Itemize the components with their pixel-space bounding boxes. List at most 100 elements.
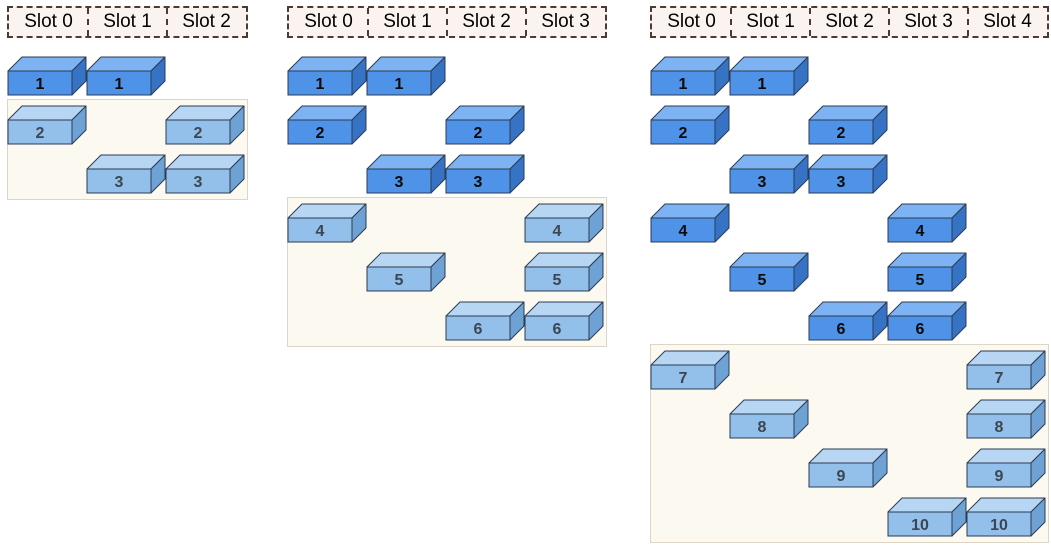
slot-divider xyxy=(367,8,369,36)
block-label: 1 xyxy=(679,76,688,93)
block-label: 3 xyxy=(474,174,483,191)
block-secondary-8-slot-4: 8 xyxy=(966,399,1046,439)
block-label: 3 xyxy=(837,174,846,191)
block-label: 6 xyxy=(837,321,846,338)
block-secondary-4-slot-0: 4 xyxy=(287,203,367,243)
slot-divider xyxy=(87,8,89,36)
slot-label: Slot 4 xyxy=(968,8,1047,36)
block-label: 6 xyxy=(553,321,562,338)
block-label: 7 xyxy=(679,370,688,387)
block-primary-2-slot-0: 2 xyxy=(650,105,730,145)
slot-divider xyxy=(888,8,890,36)
block-primary-1-slot-1: 1 xyxy=(86,56,166,96)
block-label: 5 xyxy=(395,272,404,289)
block-primary-3-slot-1: 3 xyxy=(729,154,809,194)
block-label: 8 xyxy=(995,419,1004,436)
slot-divider xyxy=(525,8,527,36)
block-secondary-10-slot-4: 10 xyxy=(966,497,1046,537)
slot-divider xyxy=(967,8,969,36)
block-label: 2 xyxy=(194,125,203,142)
block-secondary-6-slot-3: 6 xyxy=(524,301,604,341)
block-secondary-8-slot-1: 8 xyxy=(729,399,809,439)
block-label: 4 xyxy=(553,223,562,240)
block-label: 1 xyxy=(115,76,124,93)
block-secondary-9-slot-2: 9 xyxy=(808,448,888,488)
block-secondary-2-slot-2: 2 xyxy=(165,105,245,145)
block-primary-1-slot-1: 1 xyxy=(366,56,446,96)
slot-label: Slot 2 xyxy=(810,8,889,36)
block-label: 2 xyxy=(316,125,325,142)
block-secondary-3-slot-1: 3 xyxy=(86,154,166,194)
block-label: 3 xyxy=(115,174,124,191)
block-label: 2 xyxy=(679,125,688,142)
block-primary-5-slot-1: 5 xyxy=(729,252,809,292)
block-secondary-5-slot-3: 5 xyxy=(524,252,604,292)
block-secondary-7-slot-4: 7 xyxy=(966,350,1046,390)
block-secondary-9-slot-4: 9 xyxy=(966,448,1046,488)
block-label: 5 xyxy=(758,272,767,289)
block-label: 3 xyxy=(395,174,404,191)
block-label: 3 xyxy=(758,174,767,191)
block-label: 8 xyxy=(758,419,767,436)
block-primary-2-slot-0: 2 xyxy=(287,105,367,145)
slot-label: Slot 3 xyxy=(889,8,968,36)
block-label: 4 xyxy=(316,223,325,240)
block-secondary-2-slot-0: 2 xyxy=(7,105,87,145)
block-primary-1-slot-1: 1 xyxy=(729,56,809,96)
block-label: 6 xyxy=(474,321,483,338)
slot-label: Slot 1 xyxy=(368,8,447,36)
block-primary-1-slot-0: 1 xyxy=(650,56,730,96)
slot-divider xyxy=(809,8,811,36)
block-label: 1 xyxy=(395,76,404,93)
block-label: 1 xyxy=(36,76,45,93)
block-label: 5 xyxy=(553,272,562,289)
slot-label: Slot 0 xyxy=(652,8,731,36)
block-label: 2 xyxy=(36,125,45,142)
slot-label: Slot 2 xyxy=(447,8,526,36)
block-label: 2 xyxy=(837,125,846,142)
block-primary-5-slot-3: 5 xyxy=(887,252,967,292)
block-label: 2 xyxy=(474,125,483,142)
slot-divider xyxy=(166,8,168,36)
block-primary-6-slot-2: 6 xyxy=(808,301,888,341)
slot-label: Slot 0 xyxy=(9,8,88,36)
block-secondary-7-slot-0: 7 xyxy=(650,350,730,390)
slot-label: Slot 0 xyxy=(289,8,368,36)
block-label: 1 xyxy=(758,76,767,93)
block-secondary-4-slot-3: 4 xyxy=(524,203,604,243)
block-label: 4 xyxy=(916,223,925,240)
block-secondary-10-slot-3: 10 xyxy=(887,497,967,537)
block-primary-3-slot-1: 3 xyxy=(366,154,446,194)
block-secondary-6-slot-2: 6 xyxy=(445,301,525,341)
slot-label: Slot 1 xyxy=(88,8,167,36)
block-label: 7 xyxy=(995,370,1004,387)
block-label: 5 xyxy=(916,272,925,289)
block-primary-2-slot-2: 2 xyxy=(808,105,888,145)
block-secondary-5-slot-1: 5 xyxy=(366,252,446,292)
block-label: 9 xyxy=(995,468,1004,485)
block-primary-1-slot-0: 1 xyxy=(7,56,87,96)
block-label: 4 xyxy=(679,223,688,240)
slot-divider xyxy=(446,8,448,36)
block-primary-2-slot-2: 2 xyxy=(445,105,525,145)
block-primary-4-slot-3: 4 xyxy=(887,203,967,243)
slot-label: Slot 2 xyxy=(167,8,246,36)
slot-label: Slot 1 xyxy=(731,8,810,36)
block-label: 10 xyxy=(990,517,1008,534)
block-label: 3 xyxy=(194,174,203,191)
slot-label: Slot 3 xyxy=(526,8,605,36)
block-primary-3-slot-2: 3 xyxy=(808,154,888,194)
block-primary-6-slot-3: 6 xyxy=(887,301,967,341)
block-label: 9 xyxy=(837,468,846,485)
block-label: 10 xyxy=(911,517,929,534)
block-primary-1-slot-0: 1 xyxy=(287,56,367,96)
block-primary-4-slot-0: 4 xyxy=(650,203,730,243)
block-primary-3-slot-2: 3 xyxy=(445,154,525,194)
slot-divider xyxy=(730,8,732,36)
block-secondary-3-slot-2: 3 xyxy=(165,154,245,194)
block-label: 6 xyxy=(916,321,925,338)
